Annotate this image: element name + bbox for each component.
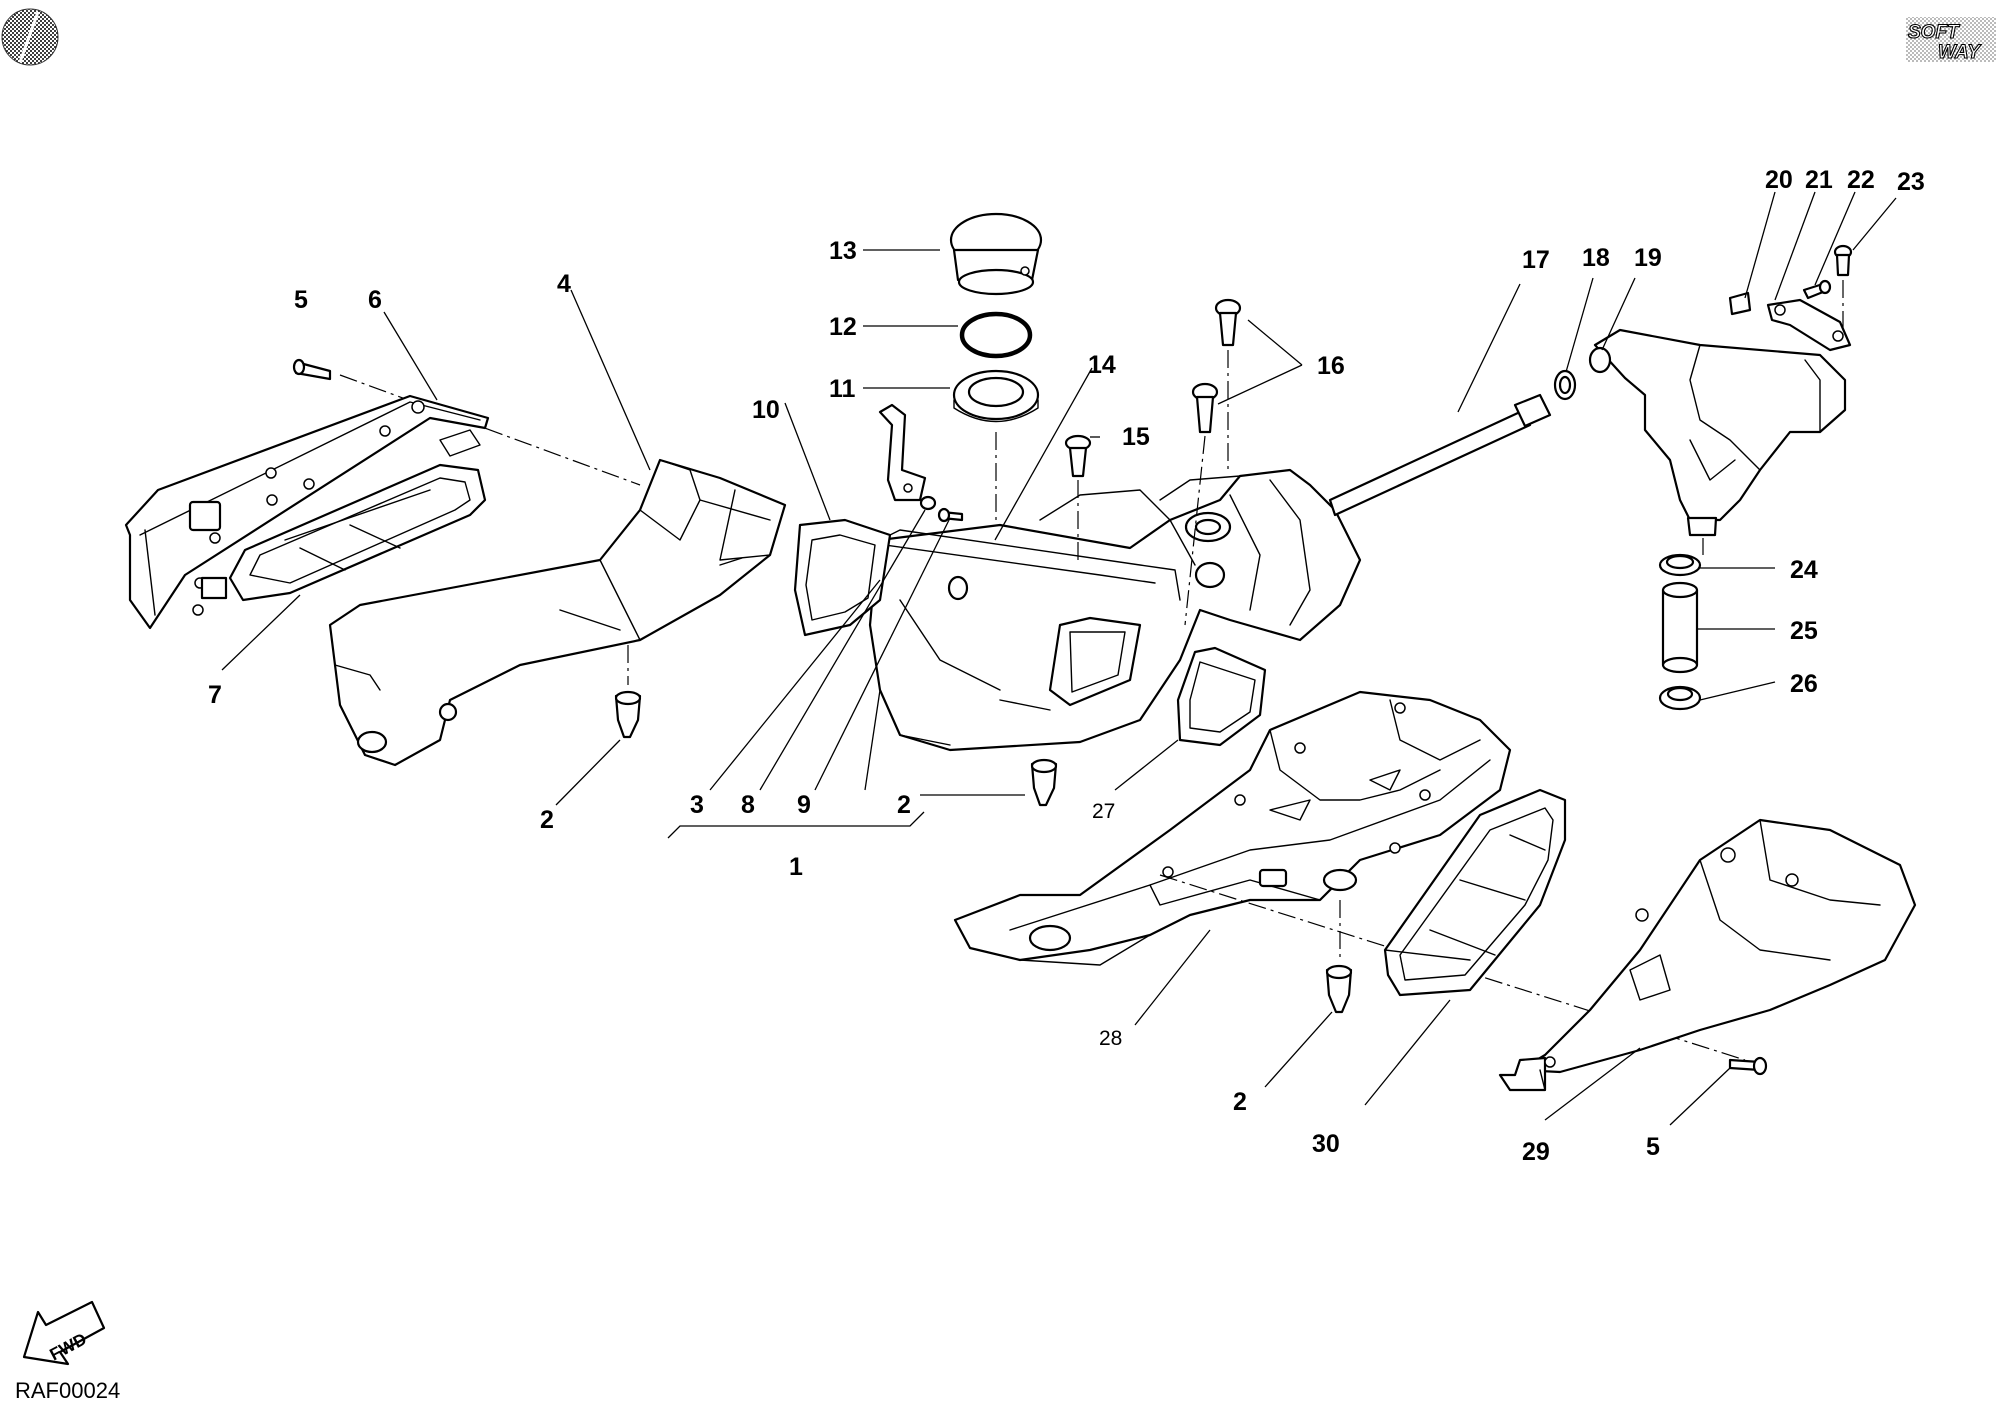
part-17-hose	[1328, 393, 1552, 517]
part-5-left-screw	[292, 358, 332, 381]
part-30-grille	[1383, 788, 1567, 997]
label-part-10: 10	[752, 396, 780, 424]
part-5-right-screw	[1728, 1056, 1768, 1076]
label-part-4: 4	[557, 270, 571, 298]
softway-logo-icon: SOFT WAY	[1906, 17, 1996, 64]
part-3-clip	[878, 403, 927, 502]
part-10-side-grille	[793, 518, 892, 637]
part-12-o-ring	[959, 311, 1033, 359]
part-20-spacer	[1728, 291, 1752, 316]
part-16-screw-lower	[1191, 382, 1219, 434]
label-part-25: 25	[1790, 617, 1818, 645]
dotted-circle-icon	[1, 8, 59, 66]
part-9-screw	[937, 507, 964, 523]
label-part-15: 15	[1122, 423, 1150, 451]
label-part-28: 28	[1099, 1027, 1122, 1050]
part-21-bracket	[1766, 298, 1852, 352]
part-7-intake-grille	[228, 429, 487, 602]
part-2-left-grommet	[614, 690, 642, 739]
label-part-18: 18	[1582, 244, 1610, 272]
drawing-code: RAF00024	[15, 1378, 120, 1403]
label-part-2-left: 2	[540, 806, 554, 834]
part-4-air-duct	[328, 458, 787, 767]
part-2-center-grommet	[1030, 758, 1058, 807]
part-2-right-grommet	[1325, 964, 1353, 1014]
part-24-clamp	[1658, 553, 1702, 577]
fwd-arrow-icon: FWD	[22, 1300, 106, 1366]
label-part-14: 14	[1088, 351, 1116, 379]
label-part-12: 12	[829, 313, 857, 341]
logo-line1: SOFT	[1908, 22, 1960, 43]
label-part-17: 17	[1522, 246, 1550, 274]
label-part-5-right: 5	[1646, 1133, 1660, 1161]
part-23-bolt	[1833, 244, 1853, 277]
label-part-9: 9	[797, 791, 811, 819]
part-26-clamp	[1658, 685, 1702, 711]
label-part-2-right: 2	[1233, 1088, 1247, 1116]
label-part-8: 8	[741, 791, 755, 819]
part-25-tube	[1661, 581, 1699, 674]
label-part-19: 19	[1634, 244, 1662, 272]
label-part-21: 21	[1805, 166, 1833, 194]
part-11-flange	[952, 369, 1040, 423]
label-part-2-center: 2	[897, 791, 911, 819]
label-part-22: 22	[1847, 166, 1875, 194]
part-29-cover	[1498, 818, 1917, 1092]
part-18-clamp	[1553, 369, 1577, 401]
label-part-5-left: 5	[294, 286, 308, 314]
part-28-duct	[953, 690, 1512, 966]
logo-line2: WAY	[1938, 42, 1982, 63]
label-part-7: 7	[208, 681, 222, 709]
label-part-11: 11	[829, 375, 856, 403]
label-part-30: 30	[1312, 1130, 1340, 1158]
label-part-26: 26	[1790, 670, 1818, 698]
leader-lines	[221, 191, 1897, 1126]
label-part-16: 16	[1317, 352, 1345, 380]
label-part-6: 6	[368, 286, 382, 314]
label-part-1: 1	[789, 853, 803, 881]
part-8-washer	[919, 495, 937, 511]
part-6-bracket	[124, 394, 490, 630]
label-part-24: 24	[1790, 556, 1818, 584]
part-15-screw	[1064, 434, 1092, 478]
part-22-screw	[1802, 279, 1832, 300]
part-16-screw-upper	[1214, 298, 1242, 347]
label-part-27: 27	[1092, 800, 1115, 823]
label-part-29: 29	[1522, 1138, 1550, 1166]
label-part-3: 3	[690, 791, 704, 819]
label-part-13: 13	[829, 237, 857, 265]
part-1-airbox	[868, 468, 1362, 752]
part-13-cap	[949, 212, 1043, 296]
part-27-small-grille	[1176, 646, 1267, 747]
label-part-23: 23	[1897, 168, 1925, 196]
label-part-20: 20	[1765, 166, 1793, 194]
part-19-breather-tank	[1588, 328, 1847, 537]
